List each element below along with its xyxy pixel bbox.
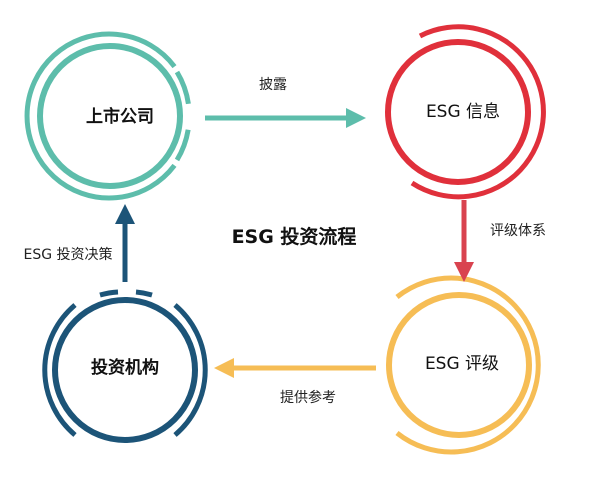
investment-institution-inner-ring bbox=[52, 297, 198, 443]
node-esg-info: ESG 信息 bbox=[385, 24, 546, 200]
rating-system-label: 评级体系 bbox=[490, 223, 546, 239]
esg-rating-inner-ring bbox=[386, 292, 532, 438]
edge-provide-reference: 提供参考 bbox=[214, 358, 376, 406]
investment-institution-label: 投资机构 bbox=[91, 357, 159, 378]
esg-rating-outer-arc bbox=[395, 275, 541, 455]
investment-institution-top-dash-right bbox=[135, 289, 153, 298]
node-listed-company: 上市公司 bbox=[24, 31, 192, 201]
esg-rating-label: ESG 评级 bbox=[425, 354, 499, 374]
provide-reference-label: 提供参考 bbox=[280, 389, 336, 406]
esg-info-outer-arc bbox=[410, 24, 546, 200]
listed-company-outer-arc bbox=[24, 31, 177, 201]
investment-institution-outer-arc-right bbox=[173, 303, 208, 437]
investment-institution-outer-arc bbox=[42, 303, 77, 437]
node-investment-institution: 投资机构 bbox=[42, 289, 208, 443]
esg-info-label: ESG 信息 bbox=[426, 102, 500, 122]
investment-institution-top-dash-left bbox=[99, 289, 119, 298]
listed-company-inner-ring bbox=[37, 43, 183, 189]
esg-investment-decision-label: ESG 投资决策 bbox=[23, 246, 112, 263]
listed-company-outer-arc-tail bbox=[174, 70, 192, 162]
disclose-label: 披露 bbox=[259, 77, 287, 93]
esg-info-inner-ring bbox=[385, 39, 531, 185]
node-esg-rating: ESG 评级 bbox=[386, 275, 541, 455]
listed-company-label: 上市公司 bbox=[86, 106, 154, 127]
edge-rating-system: 评级体系 bbox=[454, 200, 546, 282]
edge-esg-investment-decision: ESG 投资决策 bbox=[23, 204, 135, 282]
diagram-title: ESG 投资流程 bbox=[232, 225, 357, 248]
edge-disclose: 披露 bbox=[205, 77, 366, 128]
